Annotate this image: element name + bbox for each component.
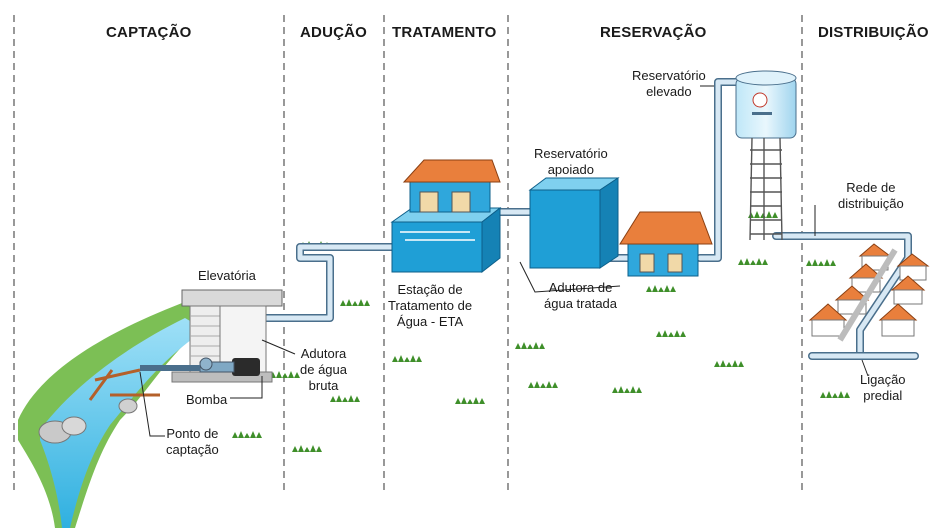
grass: [515, 342, 545, 349]
stage-header-distribuicao: DISTRIBUIÇÃO: [818, 24, 929, 41]
grass: [612, 386, 642, 393]
grass: [528, 381, 558, 388]
houses: [808, 243, 930, 342]
label-elevatoria: Elevatória: [198, 268, 256, 283]
pump: [140, 357, 260, 376]
grass: [392, 355, 422, 362]
label-rede-distribuicao: Rede de distribuição: [838, 180, 904, 211]
leader-ligacao: [861, 359, 869, 377]
reservatorio-apoiado: [528, 177, 620, 269]
grass: [714, 360, 744, 367]
eta-plant: [390, 159, 502, 274]
stage-header-reservacao: RESERVAÇÃO: [600, 24, 707, 41]
grass: [820, 391, 850, 398]
grass: [340, 299, 370, 306]
rock: [61, 416, 87, 436]
label-ligacao-predial: Ligação predial: [860, 372, 906, 403]
stage-header-tratamento: TRATAMENTO: [392, 24, 497, 41]
grass: [738, 258, 768, 265]
reservatorio-elevado: [735, 70, 797, 241]
label-eta: Estação de Tratamento de Água - ETA: [388, 282, 473, 329]
label-reservatorio-apoiado: Reservatório apoiado: [534, 146, 608, 177]
label-adutora-tratada: Adutora de água tratada: [544, 280, 618, 311]
label-reservatorio-elevado: Reservatório elevado: [632, 68, 706, 99]
pump-house: [619, 211, 713, 277]
label-ponto-captacao: Ponto de captação: [166, 426, 219, 457]
leader-ponto-captacao: [139, 371, 165, 437]
house: [890, 275, 926, 305]
grass: [656, 330, 686, 337]
grass: [292, 445, 322, 452]
river-logs: [88, 368, 160, 401]
stage-header-aducao: ADUÇÃO: [300, 24, 368, 41]
house: [896, 253, 930, 281]
stage-header-captacao: CAPTAÇÃO: [106, 24, 192, 41]
grass: [232, 431, 262, 438]
stage-dividers: [13, 15, 803, 495]
label-adutora-bruta: Adutora de água bruta: [300, 346, 347, 393]
grass: [270, 371, 300, 378]
grass: [330, 395, 360, 402]
street: [837, 248, 898, 342]
leader-bomba: [230, 376, 263, 399]
leader-adutora-tratada: [519, 261, 621, 293]
grass: [455, 397, 485, 404]
label-bomba: Bomba: [186, 392, 228, 407]
leader-lines: [139, 85, 869, 437]
rock: [118, 398, 138, 414]
grass: [646, 285, 676, 292]
river: [18, 300, 215, 528]
house: [878, 303, 918, 337]
leader-adutora-bruta: [261, 339, 296, 355]
grass: [806, 259, 836, 266]
grass: [748, 211, 778, 218]
